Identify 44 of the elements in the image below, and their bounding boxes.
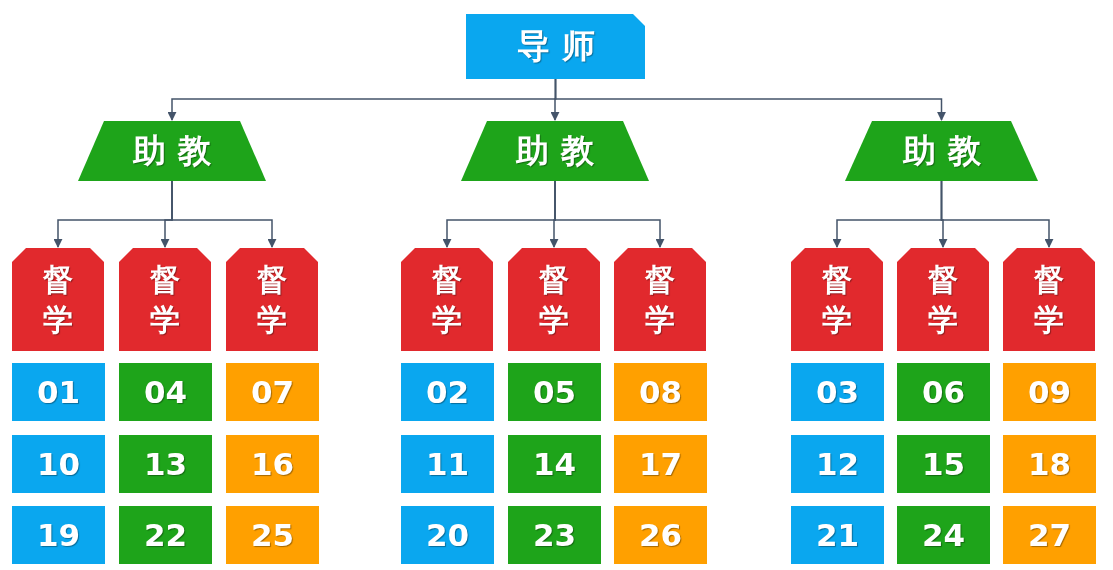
tutor-box: 导师 [466, 14, 645, 79]
assistant-trapezoid: 助教 [461, 121, 649, 181]
supervisor-box: 督学 [226, 248, 318, 351]
number-box: 17 [614, 435, 707, 493]
arrow [171, 180, 277, 248]
arrow [554, 180, 665, 248]
number-box: 18 [1003, 435, 1096, 493]
number-box: 23 [508, 506, 601, 564]
supervisor-box: 督学 [508, 248, 600, 351]
supervisor-box: 督学 [401, 248, 493, 351]
arrow [554, 78, 946, 121]
number-box: 04 [119, 363, 212, 421]
number-box: 08 [614, 363, 707, 421]
number-box: 14 [508, 435, 601, 493]
number-box: 12 [791, 435, 884, 493]
number-box: 16 [226, 435, 319, 493]
number-box: 07 [226, 363, 319, 421]
number-box: 13 [119, 435, 212, 493]
supervisor-box: 督学 [12, 248, 104, 351]
supervisor-box: 督学 [614, 248, 706, 351]
number-box: 09 [1003, 363, 1096, 421]
supervisor-box: 督学 [791, 248, 883, 351]
number-box: 22 [119, 506, 212, 564]
arrow [940, 180, 1054, 248]
number-box: 20 [401, 506, 494, 564]
number-box: 06 [897, 363, 990, 421]
number-box: 21 [791, 506, 884, 564]
number-box: 11 [401, 435, 494, 493]
number-box: 19 [12, 506, 105, 564]
number-box: 10 [12, 435, 105, 493]
number-box: 03 [791, 363, 884, 421]
number-box: 02 [401, 363, 494, 421]
number-box: 24 [897, 506, 990, 564]
number-box: 25 [226, 506, 319, 564]
number-box: 05 [508, 363, 601, 421]
assistant-trapezoid: 助教 [845, 121, 1038, 181]
number-box: 01 [12, 363, 105, 421]
supervisor-box: 督学 [897, 248, 989, 351]
assistant-trapezoid: 助教 [78, 121, 266, 181]
number-box: 27 [1003, 506, 1096, 564]
supervisor-box: 督学 [1003, 248, 1095, 351]
number-box: 26 [614, 506, 707, 564]
supervisor-box: 督学 [119, 248, 211, 351]
number-box: 15 [897, 435, 990, 493]
